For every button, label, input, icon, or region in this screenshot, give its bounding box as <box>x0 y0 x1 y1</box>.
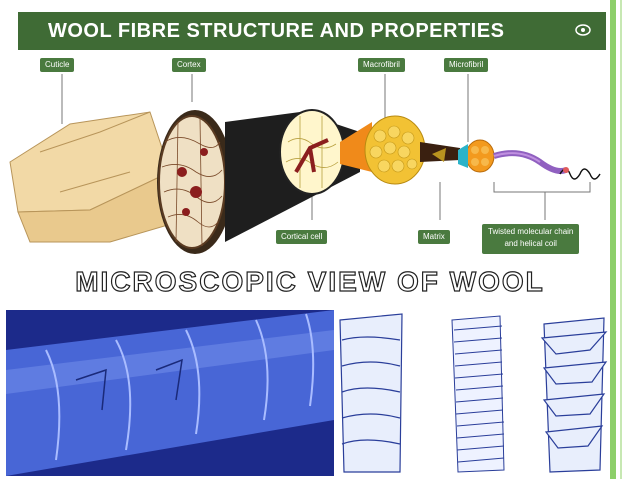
cuticle-layer <box>9 111 179 243</box>
diagram-title: WOOL FIBRE STRUCTURE AND PROPERTIES <box>48 20 505 42</box>
microfibril <box>458 139 495 173</box>
label-twisted-line2: and helical coil <box>504 239 557 248</box>
cortex-cross-section <box>157 110 233 254</box>
micrograph-2 <box>451 315 505 473</box>
sem-wool-fibre-image <box>6 310 334 476</box>
label-cortex: Cortex <box>172 58 206 72</box>
title-bar <box>18 12 606 50</box>
micrograph-1 <box>339 313 403 473</box>
menu-icon[interactable] <box>574 21 592 39</box>
label-matrix: Matrix <box>418 230 450 244</box>
macrofibril <box>364 115 426 185</box>
cortical-cell <box>279 109 345 195</box>
right-accent-line <box>620 0 622 479</box>
fibre-structure-illustration <box>9 74 601 254</box>
label-twisted-chain: Twisted molecular chain and helical coil <box>482 224 580 254</box>
label-cortical-cell: Cortical cell <box>276 230 328 244</box>
microscopic-view-heading: MICROSCOPIC VIEW OF WOOL <box>75 265 545 297</box>
label-macrofibril: Macrofibril <box>358 58 405 72</box>
label-twisted-line1: Twisted molecular chain <box>488 227 574 236</box>
helical-coil <box>493 150 601 180</box>
label-microfibril: Microfibril <box>444 58 489 72</box>
right-accent-bar <box>610 0 616 479</box>
wool-scale-micrographs <box>334 310 610 476</box>
label-cuticle: Cuticle <box>40 58 75 72</box>
micrograph-3 <box>540 317 608 473</box>
